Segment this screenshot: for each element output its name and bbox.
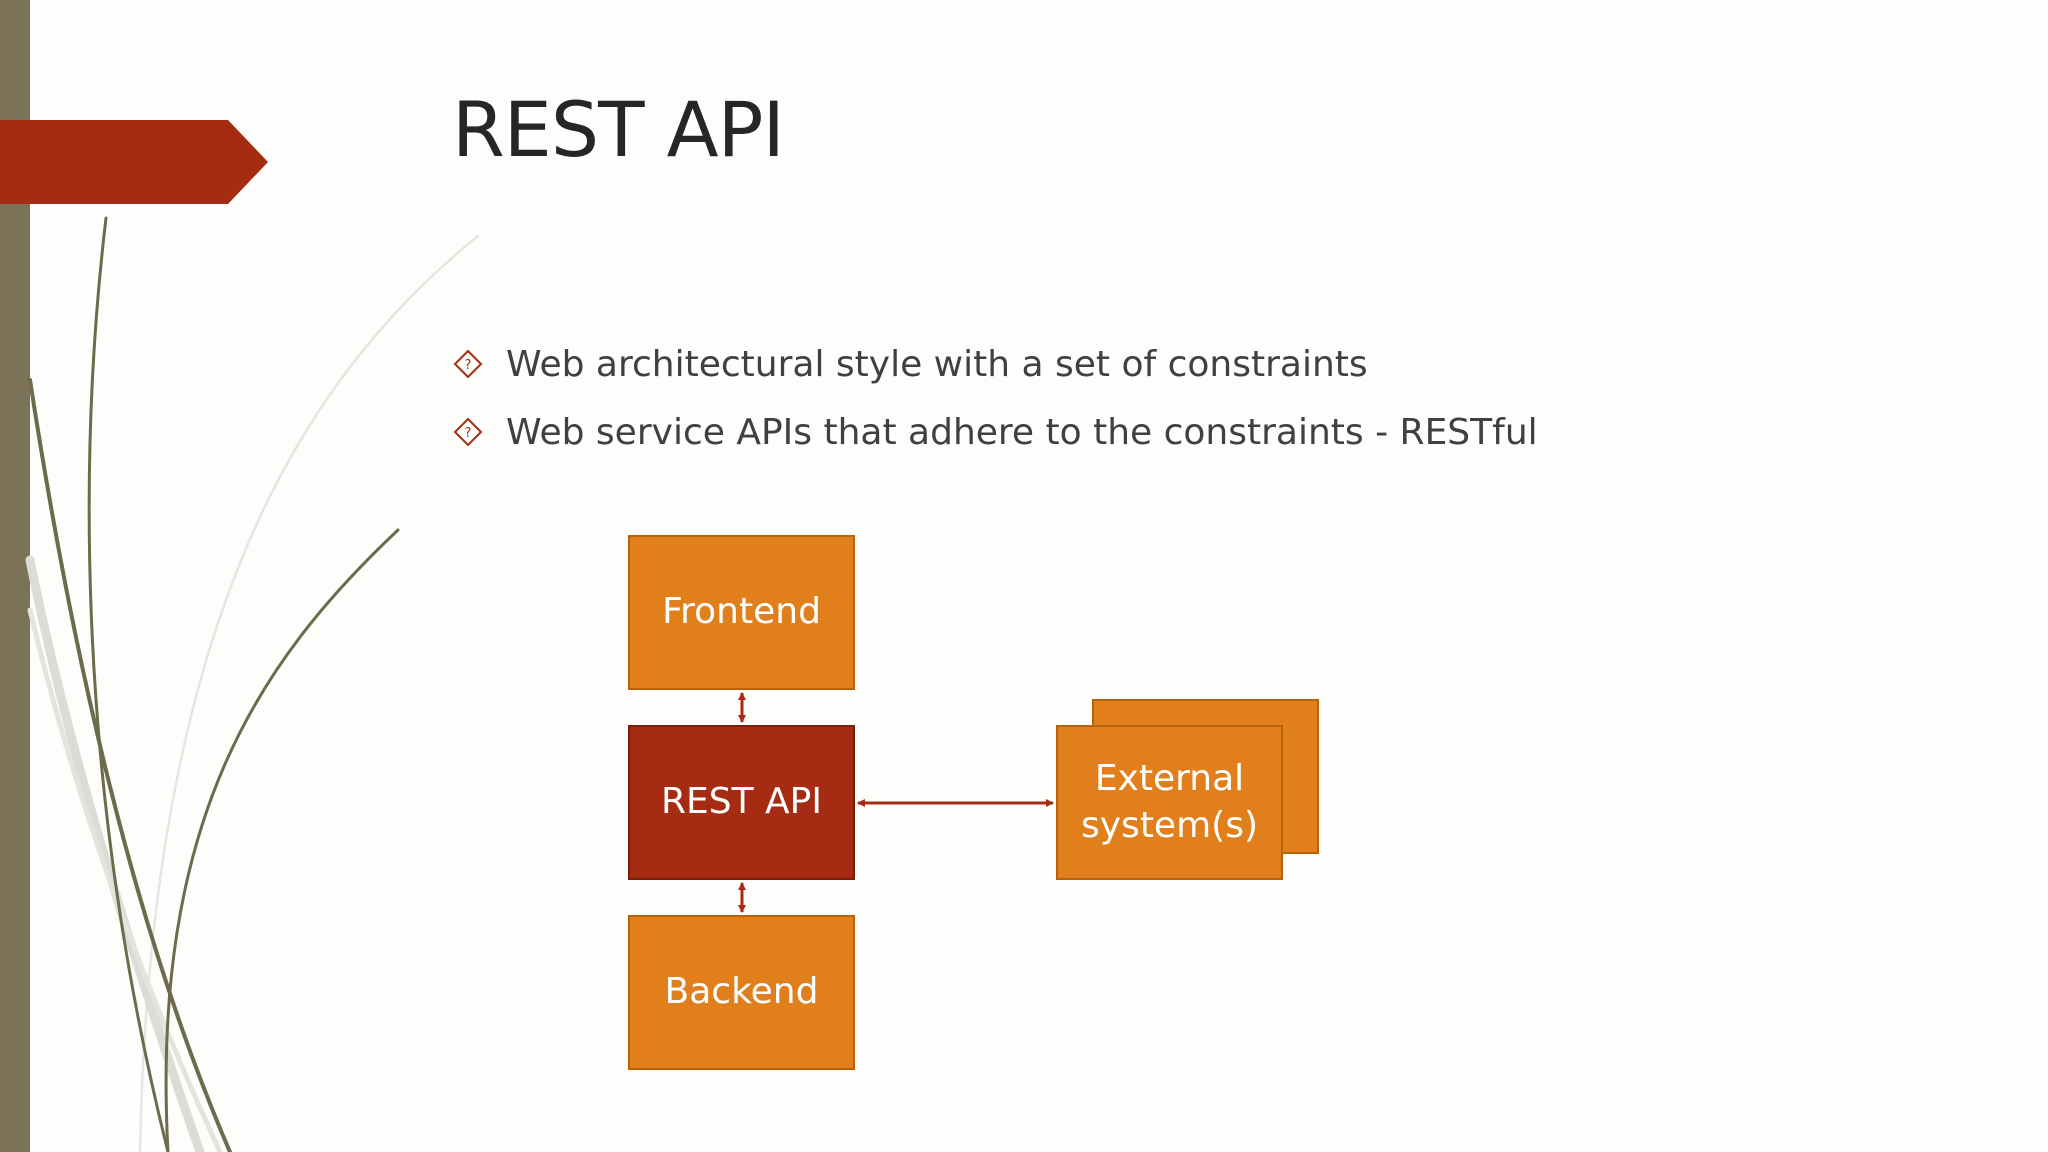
backend-label: Backend — [664, 971, 819, 1013]
external-system-box: External system(s) — [1056, 725, 1283, 880]
diamond-bullet-icon: ? — [453, 417, 483, 447]
bullet-list: ? Web architectural style with a set of … — [452, 330, 1538, 466]
rest-api-label: REST API — [661, 781, 822, 823]
bullet-text: Web service APIs that adhere to the cons… — [506, 411, 1538, 453]
backend-box: Backend — [628, 915, 855, 1070]
external-label-line1: External — [1094, 757, 1245, 799]
svg-text:?: ? — [465, 358, 472, 373]
slide-title: REST API — [452, 85, 785, 174]
external-label-line2: system(s) — [1081, 804, 1258, 846]
bullet-item: ? Web architectural style with a set of … — [452, 330, 1538, 398]
bullet-item: ? Web service APIs that adhere to the co… — [452, 398, 1538, 466]
bullet-text: Web architectural style with a set of co… — [506, 343, 1368, 385]
rest-api-box: REST API — [628, 725, 855, 880]
frontend-box: Frontend — [628, 535, 855, 690]
title-arrow-tab — [0, 120, 268, 204]
diamond-bullet-icon: ? — [453, 349, 483, 379]
svg-text:?: ? — [465, 426, 472, 441]
frontend-label: Frontend — [662, 591, 821, 633]
decorative-grass-curves — [25, 216, 480, 1152]
